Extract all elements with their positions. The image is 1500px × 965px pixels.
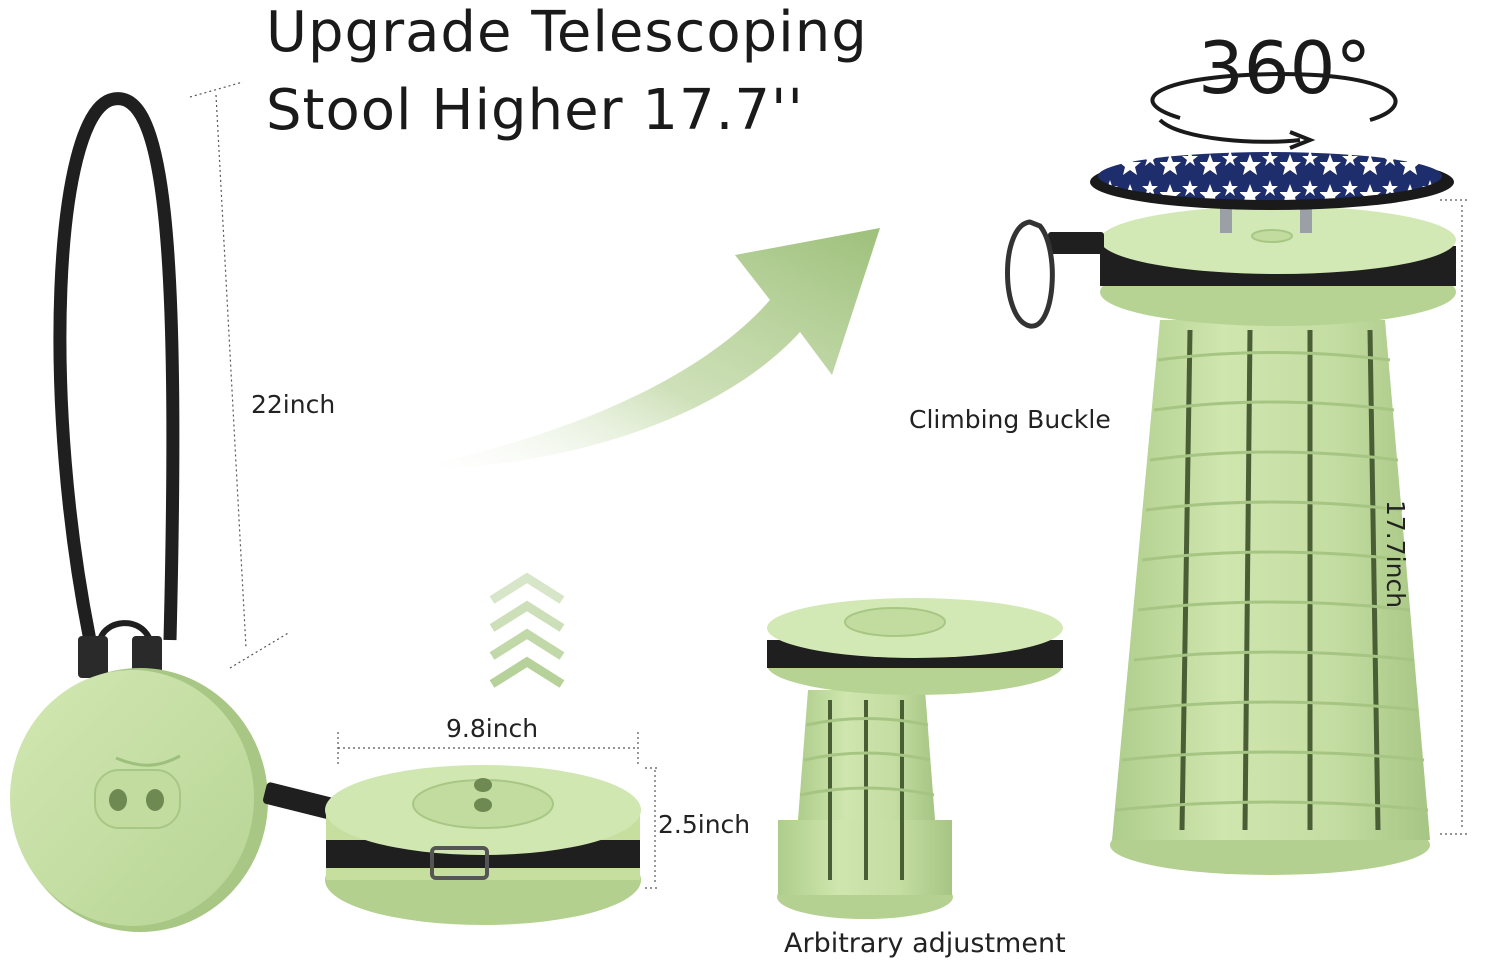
- extended-height-label: 17.7inch: [1381, 500, 1410, 609]
- headline-line1: Upgrade Telescoping: [266, 0, 868, 65]
- cushion: [1090, 152, 1454, 210]
- buckle-callout: Climbing Buckle: [909, 405, 1111, 434]
- rotation-label: 360°: [1198, 26, 1372, 110]
- headline-line2: Stool Higher 17.7'': [266, 78, 804, 143]
- adjustment-callout: Arbitrary adjustment: [784, 928, 1066, 959]
- strap-length-label: 22inch: [251, 390, 336, 419]
- folded-stool: [263, 765, 641, 925]
- upgrade-arrow: [400, 228, 880, 470]
- tall-stool: [1005, 205, 1456, 875]
- rotation-arrow: [1150, 71, 1398, 150]
- chevrons: [489, 572, 565, 688]
- short-stool: [767, 598, 1063, 919]
- dimension-lines: [189, 81, 1470, 889]
- diameter-label: 9.8inch: [446, 714, 539, 743]
- hanging-stool: [10, 92, 268, 932]
- folded-height-label: 2.5inch: [658, 810, 751, 839]
